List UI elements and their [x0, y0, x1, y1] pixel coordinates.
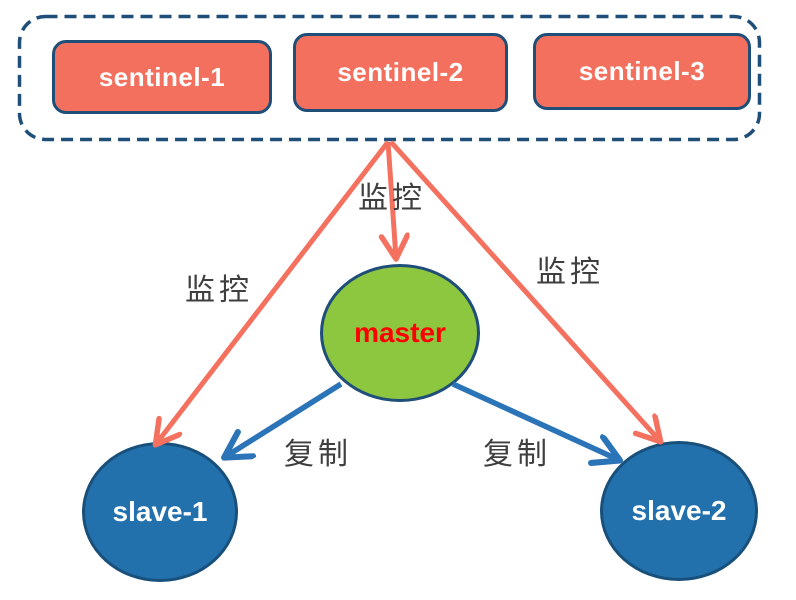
- node-slave-2-label: slave-2: [631, 495, 727, 526]
- edge-label-replicate-left: 复制: [284, 437, 352, 472]
- node-sentinel-3-label: sentinel-3: [578, 56, 706, 86]
- node-sentinel-3: sentinel-3: [533, 33, 751, 110]
- node-sentinel-1: sentinel-1: [52, 40, 272, 114]
- edge-label-replicate-right: 复制: [483, 437, 551, 472]
- edge-label-monitor-center: 监控: [358, 181, 426, 216]
- node-slave-1-label: slave-1: [112, 496, 208, 527]
- node-master-label: master: [354, 317, 446, 348]
- node-sentinel-2: sentinel-2: [293, 33, 508, 112]
- node-slave-1: slave-1: [82, 442, 238, 582]
- node-master: master: [320, 264, 480, 402]
- edge-label-monitor-right: 监控: [536, 255, 604, 290]
- edge-label-monitor-left: 监控: [185, 273, 253, 308]
- node-slave-2: slave-2: [600, 441, 758, 581]
- node-sentinel-2-label: sentinel-2: [337, 57, 464, 87]
- node-sentinel-1-label: sentinel-1: [98, 61, 226, 92]
